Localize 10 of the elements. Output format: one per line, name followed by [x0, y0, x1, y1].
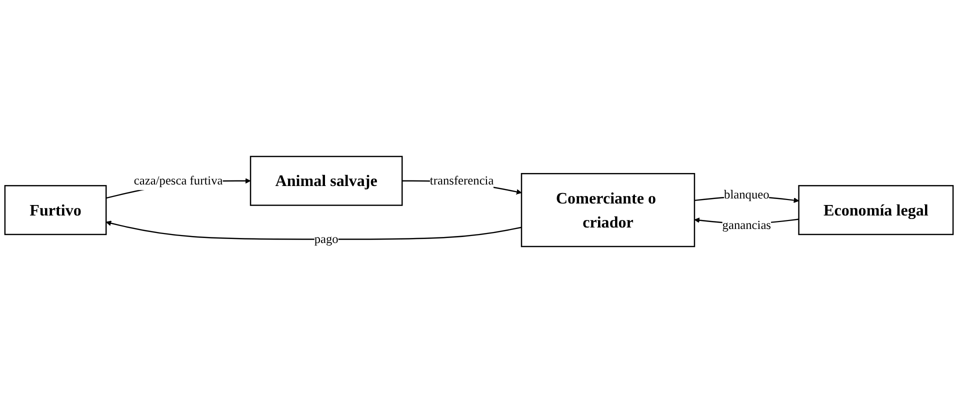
node-box: Animal salvaje	[250, 156, 403, 206]
edge-label: ganancias	[722, 218, 771, 232]
arrow	[106, 220, 522, 240]
edge-label: caza/pesca furtiva	[134, 174, 223, 188]
edge-label: transferencia	[430, 174, 494, 188]
node-box: Economía legal	[798, 185, 954, 236]
node-box: Comerciante o criador	[520, 173, 696, 248]
edge-label: blanqueo	[724, 188, 770, 202]
node-box: Furtivo	[4, 185, 107, 236]
edge-label: pago	[314, 232, 338, 246]
